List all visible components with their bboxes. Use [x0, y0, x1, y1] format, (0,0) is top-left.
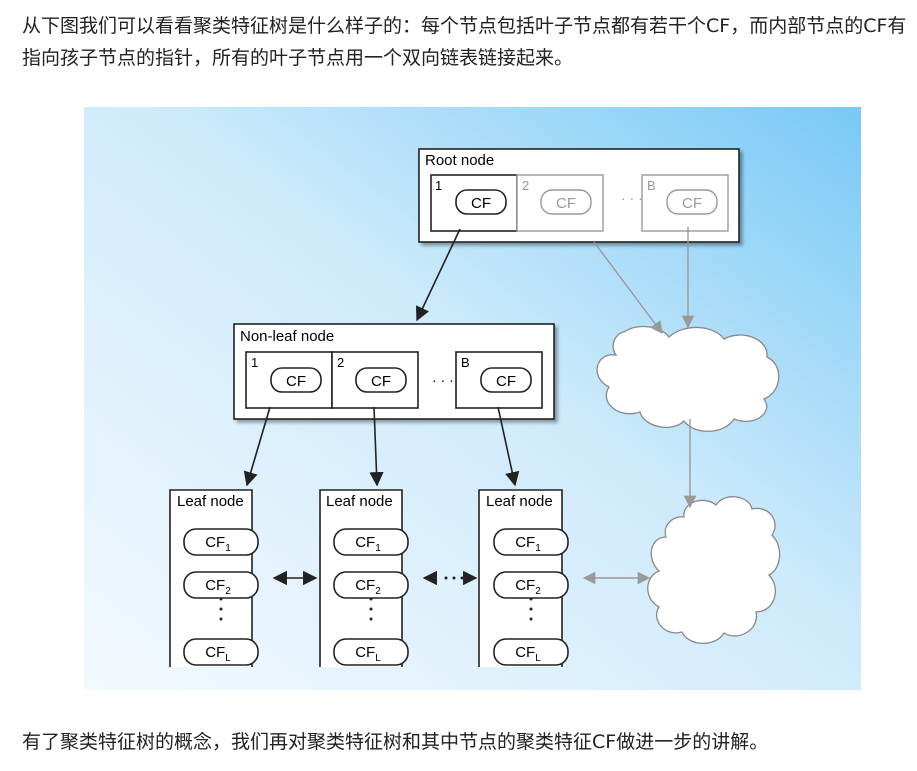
ellipsis: · · · [621, 190, 643, 206]
leaf-cf-label: CF1 [205, 534, 231, 554]
leaf-cf-pill [333, 638, 409, 666]
child-pointer-arrows [243, 228, 520, 487]
cf-pill [455, 189, 507, 215]
leaf-node-title: Leaf node [486, 493, 553, 510]
root-node: Root node 1 CF 2 CF · · · B CF [418, 148, 740, 243]
cf-tree-figure: Root node 1 CF 2 CF · · · B CF Non-leaf … [84, 107, 861, 690]
intro-paragraph: 从下图我们可以看看聚类特征树是什么样子的：每个节点包括叶子节点都有若干个CF，而… [22, 15, 907, 69]
leaf-cf-label: CF1 [355, 534, 381, 554]
root-entry-index: B [647, 178, 656, 193]
leaf-cf-label: CFL [515, 644, 541, 664]
leaf-cf-label: CFL [355, 644, 381, 664]
cf-pill [666, 189, 718, 215]
root-entry-index: 1 [435, 178, 442, 193]
leaf-cf-pill [493, 528, 569, 556]
cf-tree-diagram: Root node 1 CF 2 CF · · · B CF Non-leaf … [84, 107, 861, 690]
cf-label: CF [286, 373, 306, 390]
root-entry-index: 2 [522, 178, 529, 193]
root-node-title: Root node [425, 152, 494, 169]
leaf-cf-label: CFL [205, 644, 231, 664]
leaf-cf-label: CF2 [515, 577, 541, 597]
cloud-shape [647, 496, 781, 645]
ellipsis: · · · [432, 372, 454, 388]
cf-label: CF [471, 195, 491, 212]
nonleaf-entry-index: 1 [251, 355, 258, 370]
leaf-cf-pill [493, 638, 569, 666]
cloud-shape [596, 325, 780, 432]
leaf-linked-list-arrows [272, 570, 651, 586]
vertical-ellipsis [219, 597, 533, 621]
cf-label: CF [556, 195, 576, 212]
cf-pill [355, 367, 407, 393]
leaf-node-title: Leaf node [326, 493, 393, 510]
cf-label: CF [682, 195, 702, 212]
nonleaf-entry-index: 2 [337, 355, 344, 370]
leaf-cf-pill [183, 638, 259, 666]
cf-label: CF [496, 373, 516, 390]
leaf-cf-pill [183, 528, 259, 556]
outro-paragraph: 有了聚类特征树的概念，我们再对聚类特征树和其中节点的聚类特征CF做进一步的讲解。 [22, 731, 769, 753]
leaf-cf-label: CF1 [515, 534, 541, 554]
cf-pill [480, 367, 532, 393]
faded-pointer-arrows [593, 227, 697, 509]
leaf-cf-label: CF2 [205, 577, 231, 597]
leaf-node-title: Leaf node [177, 493, 244, 510]
nonleaf-entry-index: B [461, 355, 470, 370]
nonleaf-node: Non-leaf node 1 CF 2 CF · · · B CF [233, 323, 555, 420]
nonleaf-node-title: Non-leaf node [240, 328, 334, 345]
leaf-cf-label: CF2 [355, 577, 381, 597]
leaf-cf-pill [333, 528, 409, 556]
cf-label: CF [371, 373, 391, 390]
cf-pill [270, 367, 322, 393]
cf-pill [540, 189, 592, 215]
